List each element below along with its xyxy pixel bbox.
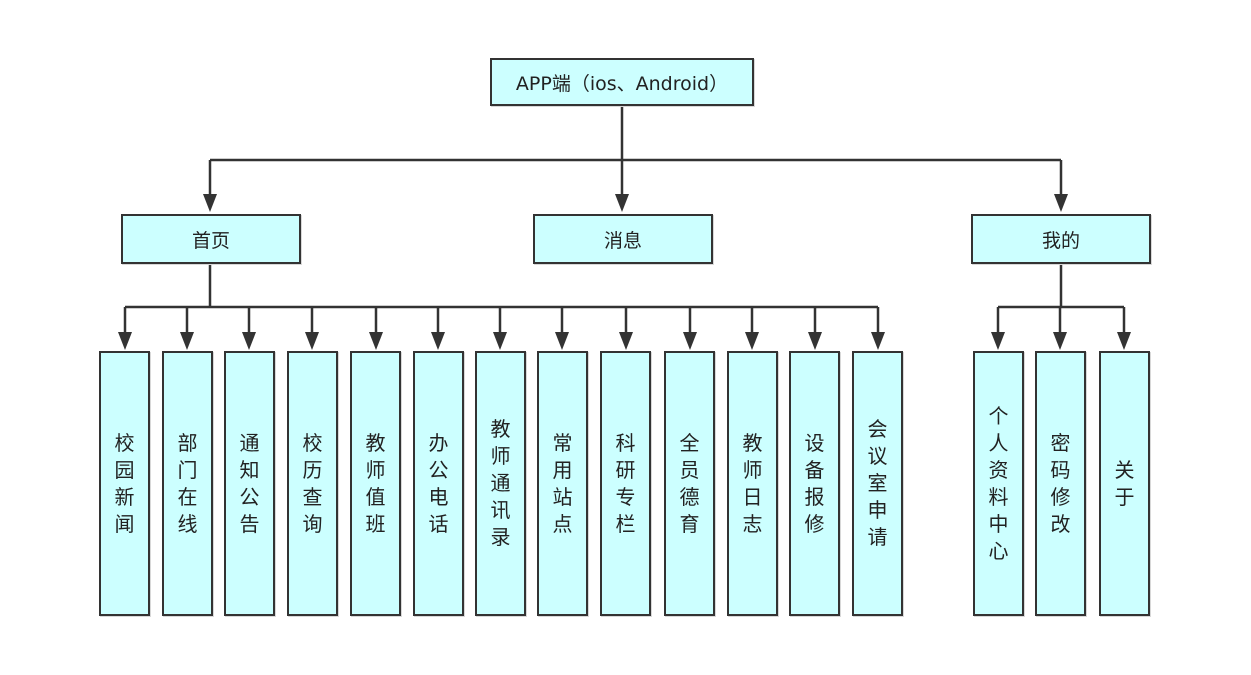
connector-home-arrow [555,332,569,350]
node-teacher-log-label: 教师日志 [742,430,763,536]
connector-home-arrow [369,332,383,350]
node-teacher-directory-label: 教师通讯录 [490,417,511,549]
node-meeting-room-request-label: 会议室申请 [867,417,888,549]
node-campus-news-label: 校园新闻 [114,430,135,536]
node-teacher-directory: 教师通讯录 [475,351,526,616]
node-school-calendar: 校历查询 [287,351,338,616]
node-common-sites-label: 常用站点 [552,430,573,536]
node-about-label: 关于 [1114,457,1135,509]
root-node: APP端（ios、Android） [490,58,754,106]
connector-mine-arrow [991,332,1005,350]
node-notices-label: 通知公告 [239,430,260,536]
node-office-phone: 办公电话 [413,351,464,616]
node-research-column-label: 科研专栏 [615,430,636,536]
node-school-calendar-label: 校历查询 [302,430,323,536]
node-equipment-repair: 设备报修 [789,351,840,616]
node-notices: 通知公告 [224,351,275,616]
root-label: APP端（ios、Android） [515,72,729,95]
node-profile-center: 个人资料中心 [973,351,1024,616]
connector-home-arrow [493,332,507,350]
connector-home-arrow [619,332,633,350]
connector-home-arrow [180,332,194,350]
node-common-sites: 常用站点 [537,351,588,616]
connector-home-arrow [745,332,759,350]
connector-level1-arrow [203,194,217,212]
node-change-password-label: 密码修改 [1050,430,1071,536]
node-teacher-duty-label: 教师值班 [365,430,386,536]
connector-level1-arrow [1054,194,1068,212]
node-moral-education: 全员德育 [664,351,715,616]
node-teacher-duty: 教师值班 [350,351,401,616]
node-equipment-repair-label: 设备报修 [804,430,825,536]
node-home: 首页 [121,214,301,264]
node-about: 关于 [1099,351,1150,616]
connector-home-arrow [808,332,822,350]
node-moral-education-label: 全员德育 [679,430,700,536]
connector-home-arrow [305,332,319,350]
connector-home-arrow [118,332,132,350]
node-teacher-log: 教师日志 [727,351,778,616]
node-office-phone-label: 办公电话 [428,430,449,536]
connector-home-arrow [431,332,445,350]
node-departments-online-label: 部门在线 [177,430,198,536]
node-messages-label: 消息 [603,229,642,252]
connector-level1-arrow [615,194,629,212]
node-campus-news: 校园新闻 [99,351,150,616]
connector-mine-arrow [1053,332,1067,350]
node-mine-label: 我的 [1041,229,1080,252]
connector-home-arrow [683,332,697,350]
connector-home-arrow [242,332,256,350]
node-profile-center-label: 个人资料中心 [988,403,1009,563]
node-change-password: 密码修改 [1035,351,1086,616]
node-meeting-room-request: 会议室申请 [852,351,903,616]
node-mine: 我的 [971,214,1151,264]
connector-home-arrow [871,332,885,350]
node-research-column: 科研专栏 [600,351,651,616]
node-departments-online: 部门在线 [162,351,213,616]
node-messages: 消息 [533,214,713,264]
connector-mine-arrow [1117,332,1131,350]
node-home-label: 首页 [191,229,230,252]
